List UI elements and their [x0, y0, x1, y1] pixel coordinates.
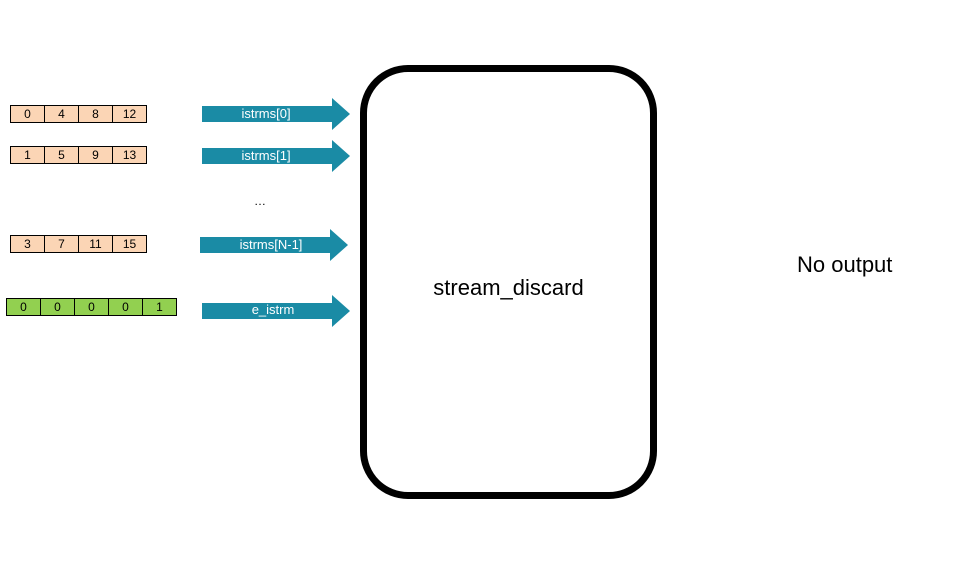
- stream-discard-block: stream_discard: [360, 65, 657, 499]
- stream-1-values: 1 5 9 13: [10, 146, 147, 164]
- stream-cell: 3: [10, 235, 45, 253]
- end-flag-cell: 0: [40, 298, 75, 316]
- stream-cell: 8: [78, 105, 113, 123]
- stream-cell: 15: [112, 235, 147, 253]
- e-istrm-arrow: [202, 295, 350, 327]
- stream-cell: 13: [112, 146, 147, 164]
- end-flag-cell: 0: [108, 298, 143, 316]
- stream-cell: 7: [44, 235, 79, 253]
- istrms-0-arrow: [202, 98, 350, 130]
- end-flag-cell: 1: [142, 298, 177, 316]
- istrms-0-label: istrms[0]: [241, 106, 291, 121]
- stream-cell: 0: [10, 105, 45, 123]
- stream-cell: 9: [78, 146, 113, 164]
- istrms-n-1-arrow: [200, 229, 348, 261]
- ellipsis: …: [254, 194, 266, 208]
- e-istrm-label: e_istrm: [251, 302, 295, 317]
- stream-0-values: 0 4 8 12: [10, 105, 147, 123]
- stream-cell: 4: [44, 105, 79, 123]
- stream-cell: 12: [112, 105, 147, 123]
- end-flag-values: 0 0 0 0 1: [6, 298, 177, 316]
- end-flag-cell: 0: [6, 298, 41, 316]
- no-output-label: No output: [797, 252, 893, 277]
- istrms-1-label: istrms[1]: [241, 148, 291, 163]
- istrms-1-arrow: [202, 140, 350, 172]
- stream-cell: 1: [10, 146, 45, 164]
- stream-cell: 5: [44, 146, 79, 164]
- istrms-n-1-label: istrms[N-1]: [239, 237, 303, 252]
- block-title: stream_discard: [433, 275, 584, 300]
- stream-n-1-values: 3 7 11 15: [10, 235, 147, 253]
- stream-cell: 11: [78, 235, 113, 253]
- end-flag-cell: 0: [74, 298, 109, 316]
